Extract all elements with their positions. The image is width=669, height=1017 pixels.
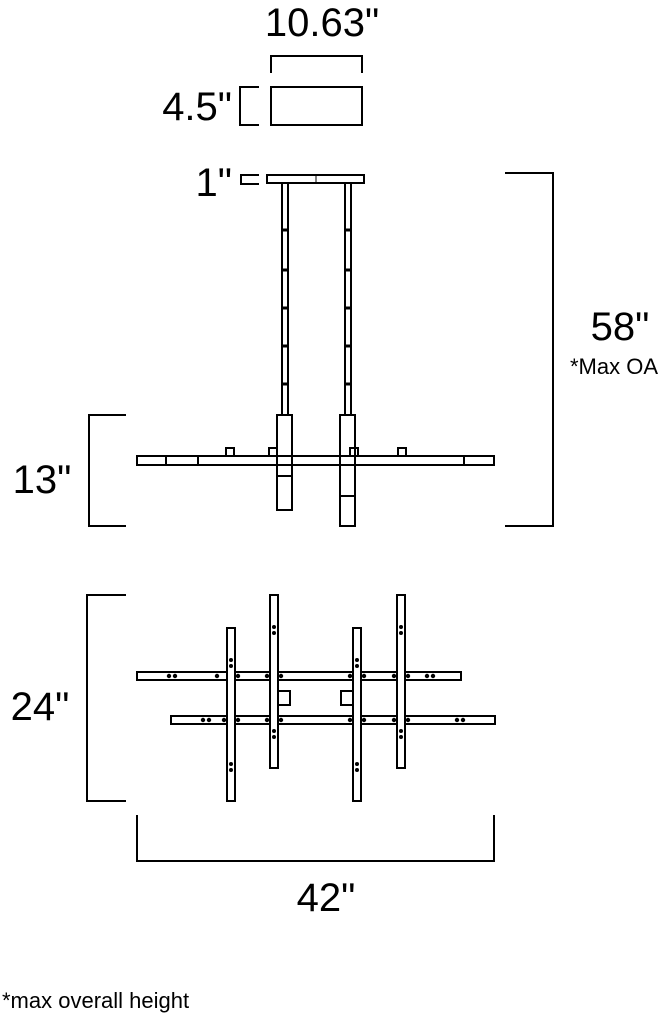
plan-vertical-bar bbox=[352, 627, 362, 802]
fixture-height-bracket bbox=[88, 414, 126, 527]
canopy-height-label: 1" bbox=[196, 161, 232, 205]
horizontal-light-bar bbox=[136, 455, 495, 466]
suspension-rod-right bbox=[344, 182, 352, 416]
canopy-depth-bracket bbox=[239, 86, 259, 126]
footnote: *max overall height bbox=[2, 988, 189, 1013]
fixture-height-label: 13" bbox=[13, 458, 72, 502]
canopy-width-dimension: 10.63" bbox=[265, 1, 379, 73]
canopy-height-bracket bbox=[240, 174, 259, 185]
connector bbox=[268, 447, 278, 457]
max-height-dimension: 58" *Max OA bbox=[505, 172, 658, 527]
plan-vertical-bar bbox=[396, 594, 406, 769]
plan-horizontal-bar-upper bbox=[136, 671, 462, 681]
vertical-light-bar-right bbox=[339, 414, 356, 527]
fixture-depth-dimension: 24" bbox=[11, 594, 126, 802]
plan-fasteners bbox=[166, 625, 466, 772]
connector bbox=[225, 447, 235, 457]
canopy-top-view bbox=[270, 86, 363, 126]
fixture-length-bracket bbox=[136, 815, 495, 862]
fixture-depth-bracket bbox=[86, 594, 126, 802]
fixture-length-label: 42" bbox=[297, 876, 356, 920]
canopy-depth-label: 4.5" bbox=[162, 85, 232, 129]
plan-horizontal-bar-lower bbox=[170, 715, 496, 725]
rod-joints bbox=[281, 228, 352, 386]
connector bbox=[349, 447, 359, 457]
plan-bridge-left bbox=[278, 690, 291, 706]
plan-vertical-bar bbox=[226, 627, 236, 802]
fixture-length-dimension: 42" bbox=[136, 815, 495, 920]
canopy-depth-dimension: 4.5" bbox=[162, 85, 259, 129]
fixture-height-dimension: 13" bbox=[13, 414, 126, 527]
plan-bridge-right bbox=[340, 690, 353, 706]
canopy-width-bracket bbox=[270, 55, 363, 73]
plan-view bbox=[136, 594, 496, 802]
max-height-note: *Max OA bbox=[570, 354, 658, 379]
plan-vertical-bar bbox=[269, 594, 279, 769]
connector bbox=[397, 447, 407, 457]
suspension-rod-left bbox=[281, 182, 289, 416]
fixture-depth-label: 24" bbox=[11, 685, 70, 729]
max-height-label: 58" bbox=[591, 305, 650, 349]
vertical-light-bar-left bbox=[276, 414, 293, 511]
side-elevation bbox=[136, 174, 495, 527]
canopy-width-label: 10.63" bbox=[265, 1, 379, 45]
max-height-bracket bbox=[505, 172, 554, 527]
canopy-height-dimension: 1" bbox=[196, 161, 259, 205]
